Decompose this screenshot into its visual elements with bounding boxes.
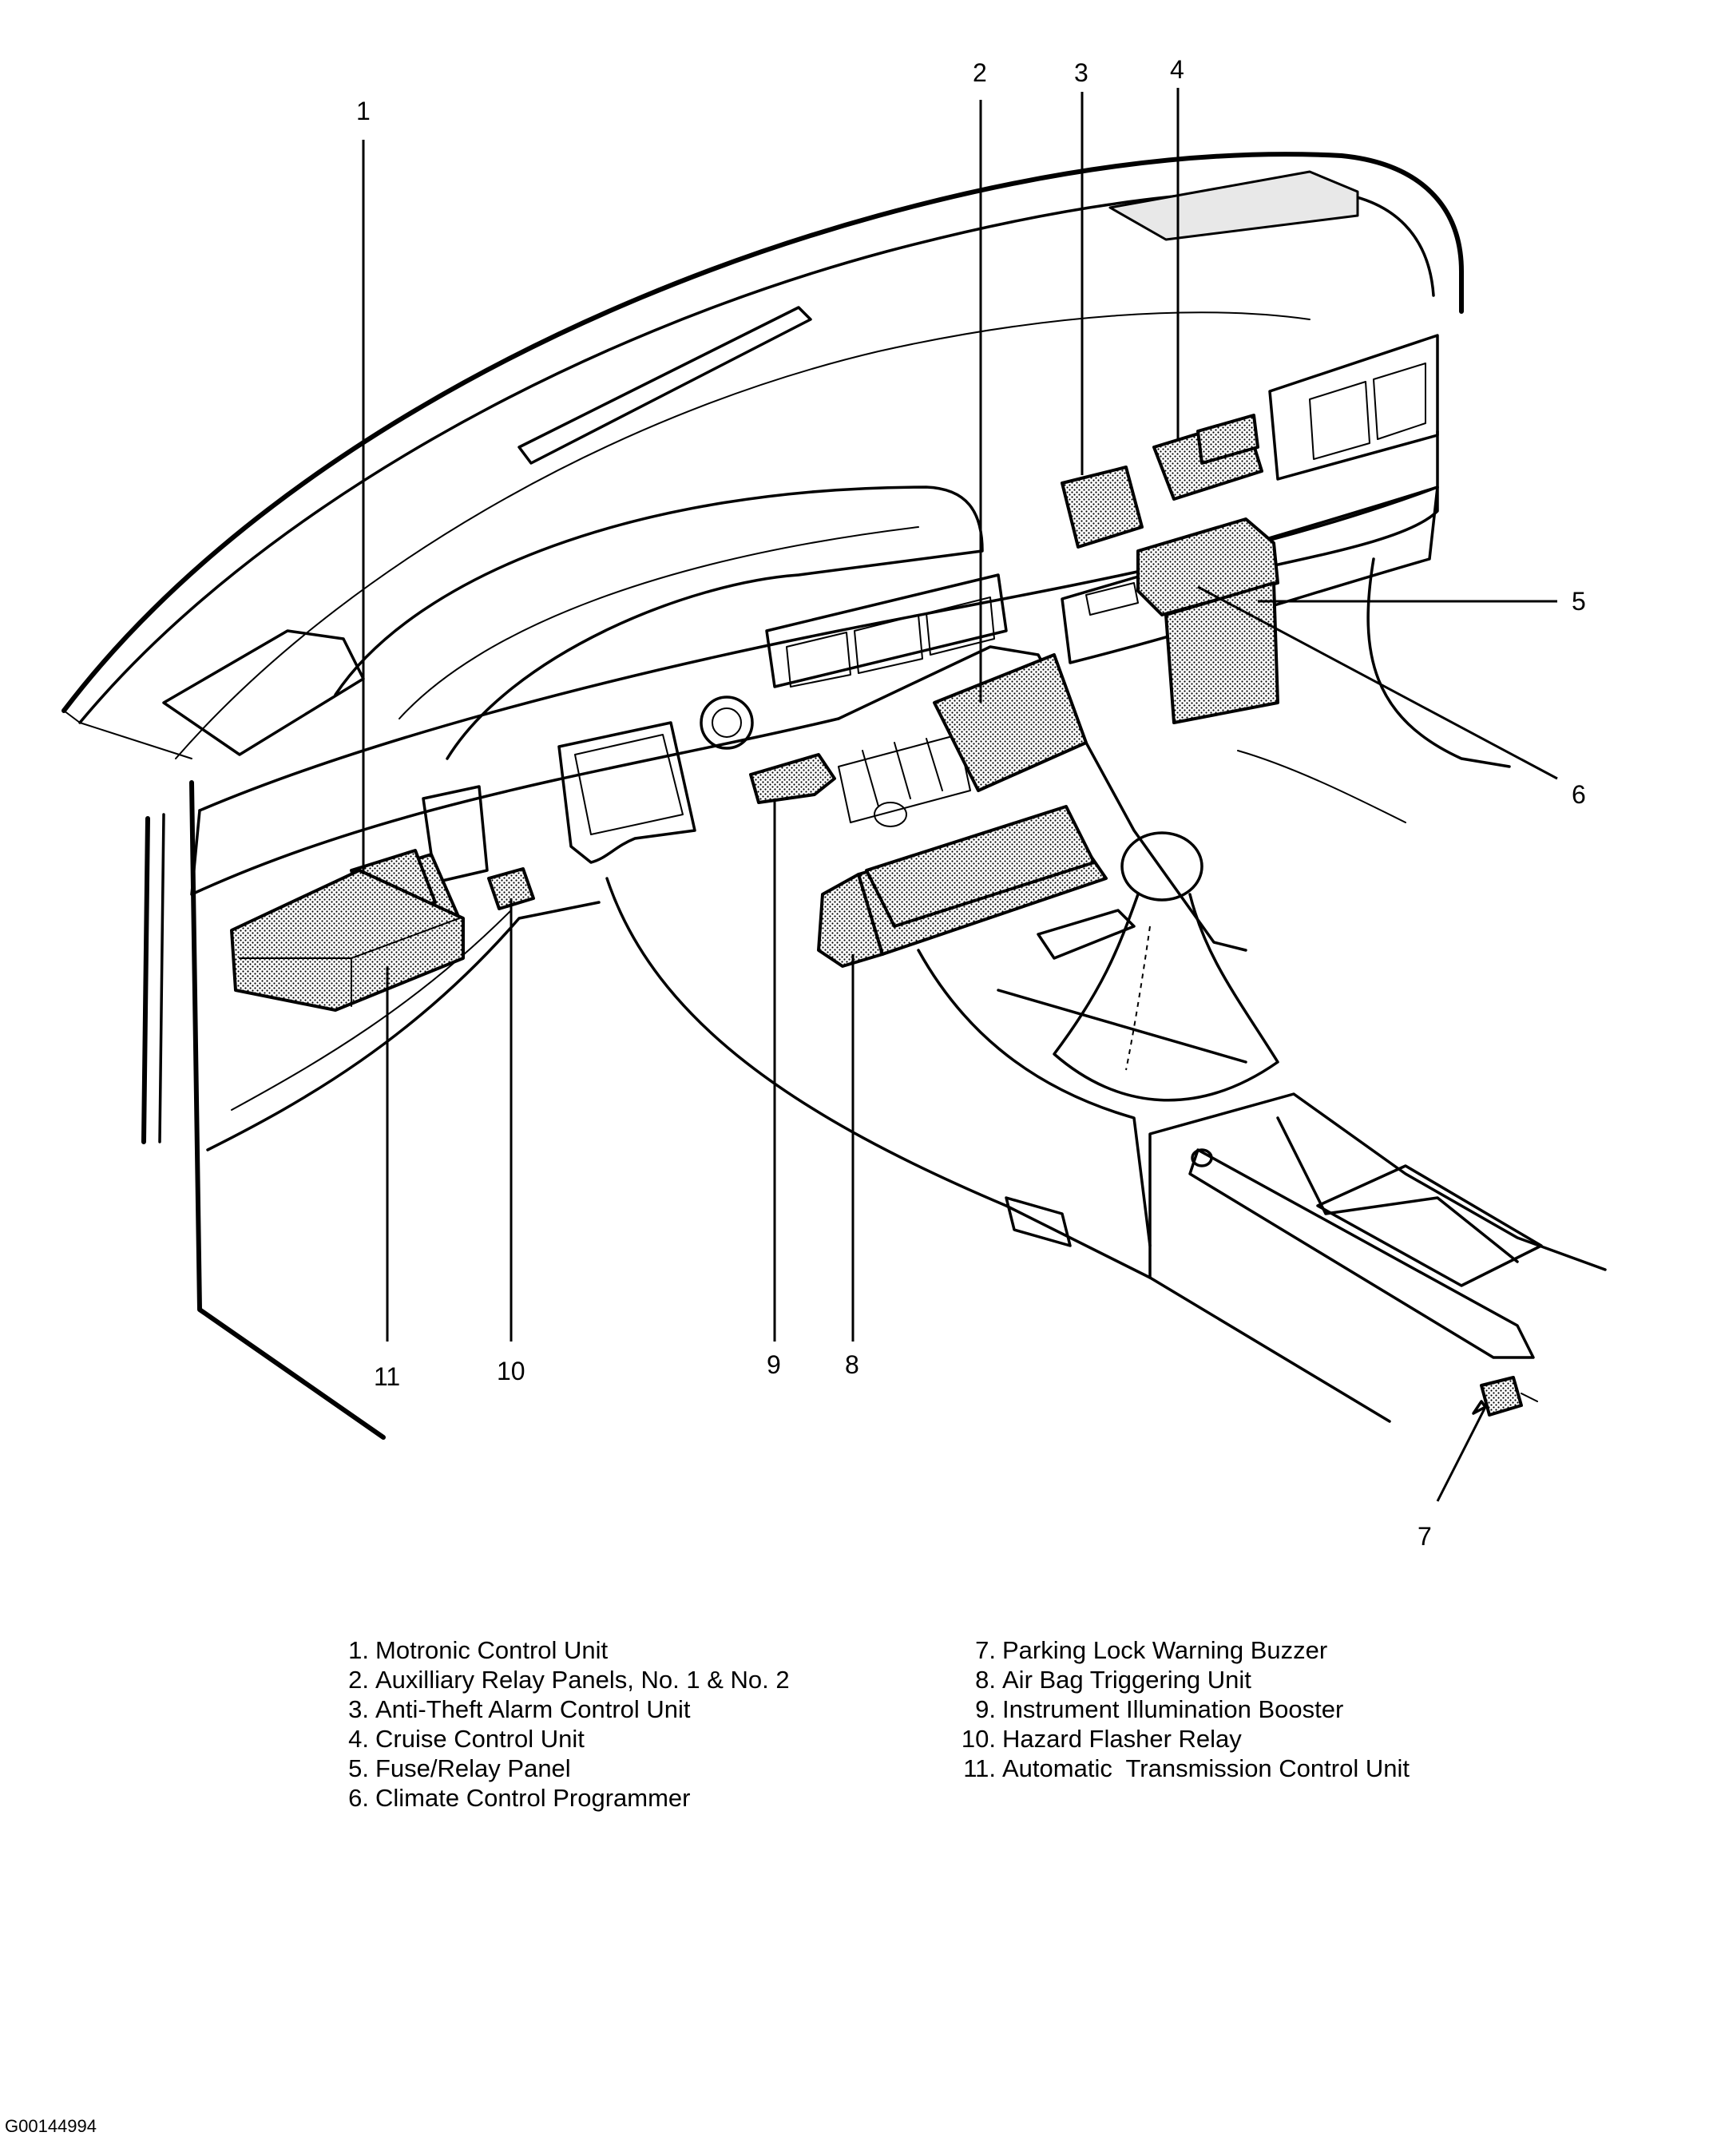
legend-item-5: 5.Fuse/Relay Panel: [348, 1754, 571, 1782]
dashboard-face: [190, 334, 1511, 896]
callout-6: 6: [1572, 780, 1586, 809]
legend-item-2: 2.Auxilliary Relay Panels, No. 1 & No. 2: [348, 1666, 790, 1694]
legend-item-11: 11.Automatic Transmission Control Unit: [963, 1754, 1410, 1782]
legend-item-9: 9.Instrument Illumination Booster: [975, 1695, 1344, 1723]
callout-3: 3: [1074, 58, 1088, 87]
hazard-flasher-relay: [487, 867, 535, 910]
cruise-control-unit: [1152, 414, 1263, 501]
leader-lines: [362, 88, 1558, 1502]
callout-5: 5: [1572, 587, 1586, 616]
dashboard-component-locator-diagram: 1 2 3 4 5 6 7 8 9 10 11: [61, 55, 1607, 1551]
legend-item-10: 10.Hazard Flasher Relay: [961, 1725, 1242, 1753]
legend-item-8: 8.Air Bag Triggering Unit: [975, 1666, 1251, 1694]
instrument-illumination-booster: [749, 753, 836, 804]
callout-1: 1: [356, 97, 371, 125]
legend-left-column: 1.Motronic Control Unit 2.Auxilliary Rel…: [335, 1635, 894, 1813]
dashboard-top: [61, 152, 1464, 760]
center-air-vents: [765, 573, 1008, 688]
callout-10: 10: [497, 1357, 525, 1385]
figure-id: G00144994: [5, 2116, 97, 2136]
legend-item-6: 6.Climate Control Programmer: [348, 1784, 691, 1812]
left-door-frame: [141, 780, 601, 1440]
callout-11: 11: [374, 1362, 400, 1391]
legend-item-4: 4.Cruise Control Unit: [348, 1725, 585, 1753]
legend-item-3: 3.Anti-Theft Alarm Control Unit: [348, 1695, 691, 1723]
handbrake-lever: [1188, 1148, 1535, 1359]
right-air-vents: [1268, 334, 1439, 481]
callout-9: 9: [767, 1350, 781, 1379]
callout-7: 7: [1418, 1522, 1432, 1551]
auxiliary-relay-panels: [865, 653, 1096, 928]
callout-numbers: 1 2 3 4 5 6 7 8 9 10 11: [356, 55, 1586, 1551]
callout-8: 8: [845, 1350, 859, 1379]
callout-2: 2: [973, 58, 987, 87]
legend-right-column: 7.Parking Lock Warning Buzzer 8.Air Bag …: [954, 1635, 1561, 1783]
callout-4: 4: [1170, 55, 1184, 84]
climate-control-programmer: [1164, 581, 1279, 724]
gear-shift-lever: [997, 831, 1279, 1102]
transmission-control-unit: [230, 869, 465, 1012]
anti-theft-alarm-control-unit: [1061, 466, 1144, 549]
legend-item-1: 1.Motronic Control Unit: [348, 1636, 609, 1664]
center-console: [605, 645, 1607, 1423]
legend-item-7: 7.Parking Lock Warning Buzzer: [975, 1636, 1328, 1664]
parking-lock-warning-buzzer: [1480, 1376, 1538, 1417]
